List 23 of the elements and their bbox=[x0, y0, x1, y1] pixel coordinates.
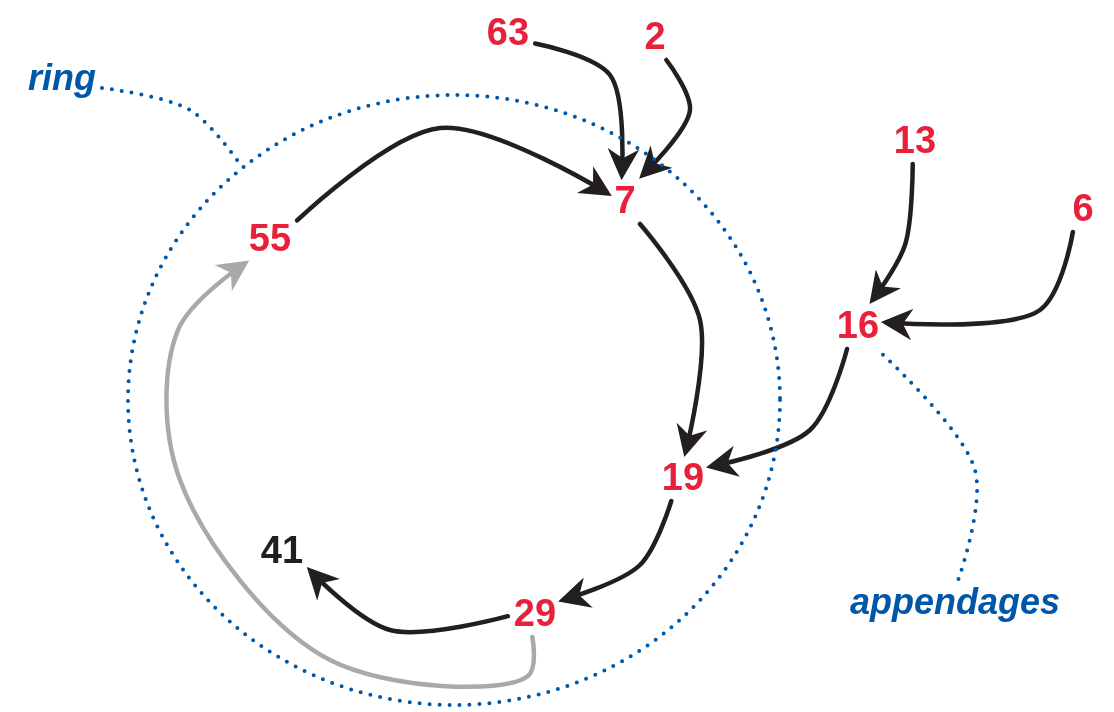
node-number: 19 bbox=[659, 457, 707, 497]
arrow bbox=[639, 57, 693, 179]
arrow bbox=[164, 260, 537, 690]
node-number: 6 bbox=[1070, 188, 1096, 228]
arrow bbox=[869, 161, 915, 305]
node-number: 13 bbox=[891, 120, 939, 160]
appendages-label: appendages bbox=[847, 583, 1063, 621]
node-number: 41 bbox=[258, 530, 306, 570]
arrow bbox=[532, 41, 639, 181]
ring-circle bbox=[125, 92, 783, 708]
arrow bbox=[294, 125, 612, 223]
node-number: 7 bbox=[612, 180, 638, 220]
node-number: 16 bbox=[834, 305, 882, 345]
arrow bbox=[306, 567, 511, 635]
arrow bbox=[637, 221, 708, 458]
node-number: 63 bbox=[484, 12, 532, 52]
arrow bbox=[880, 229, 1076, 341]
node-number: 2 bbox=[642, 16, 668, 56]
arrow bbox=[705, 346, 850, 477]
arrow bbox=[558, 498, 674, 608]
node-number: 55 bbox=[246, 218, 294, 258]
node-number: 29 bbox=[511, 593, 559, 633]
ring-label: ring bbox=[26, 59, 98, 97]
